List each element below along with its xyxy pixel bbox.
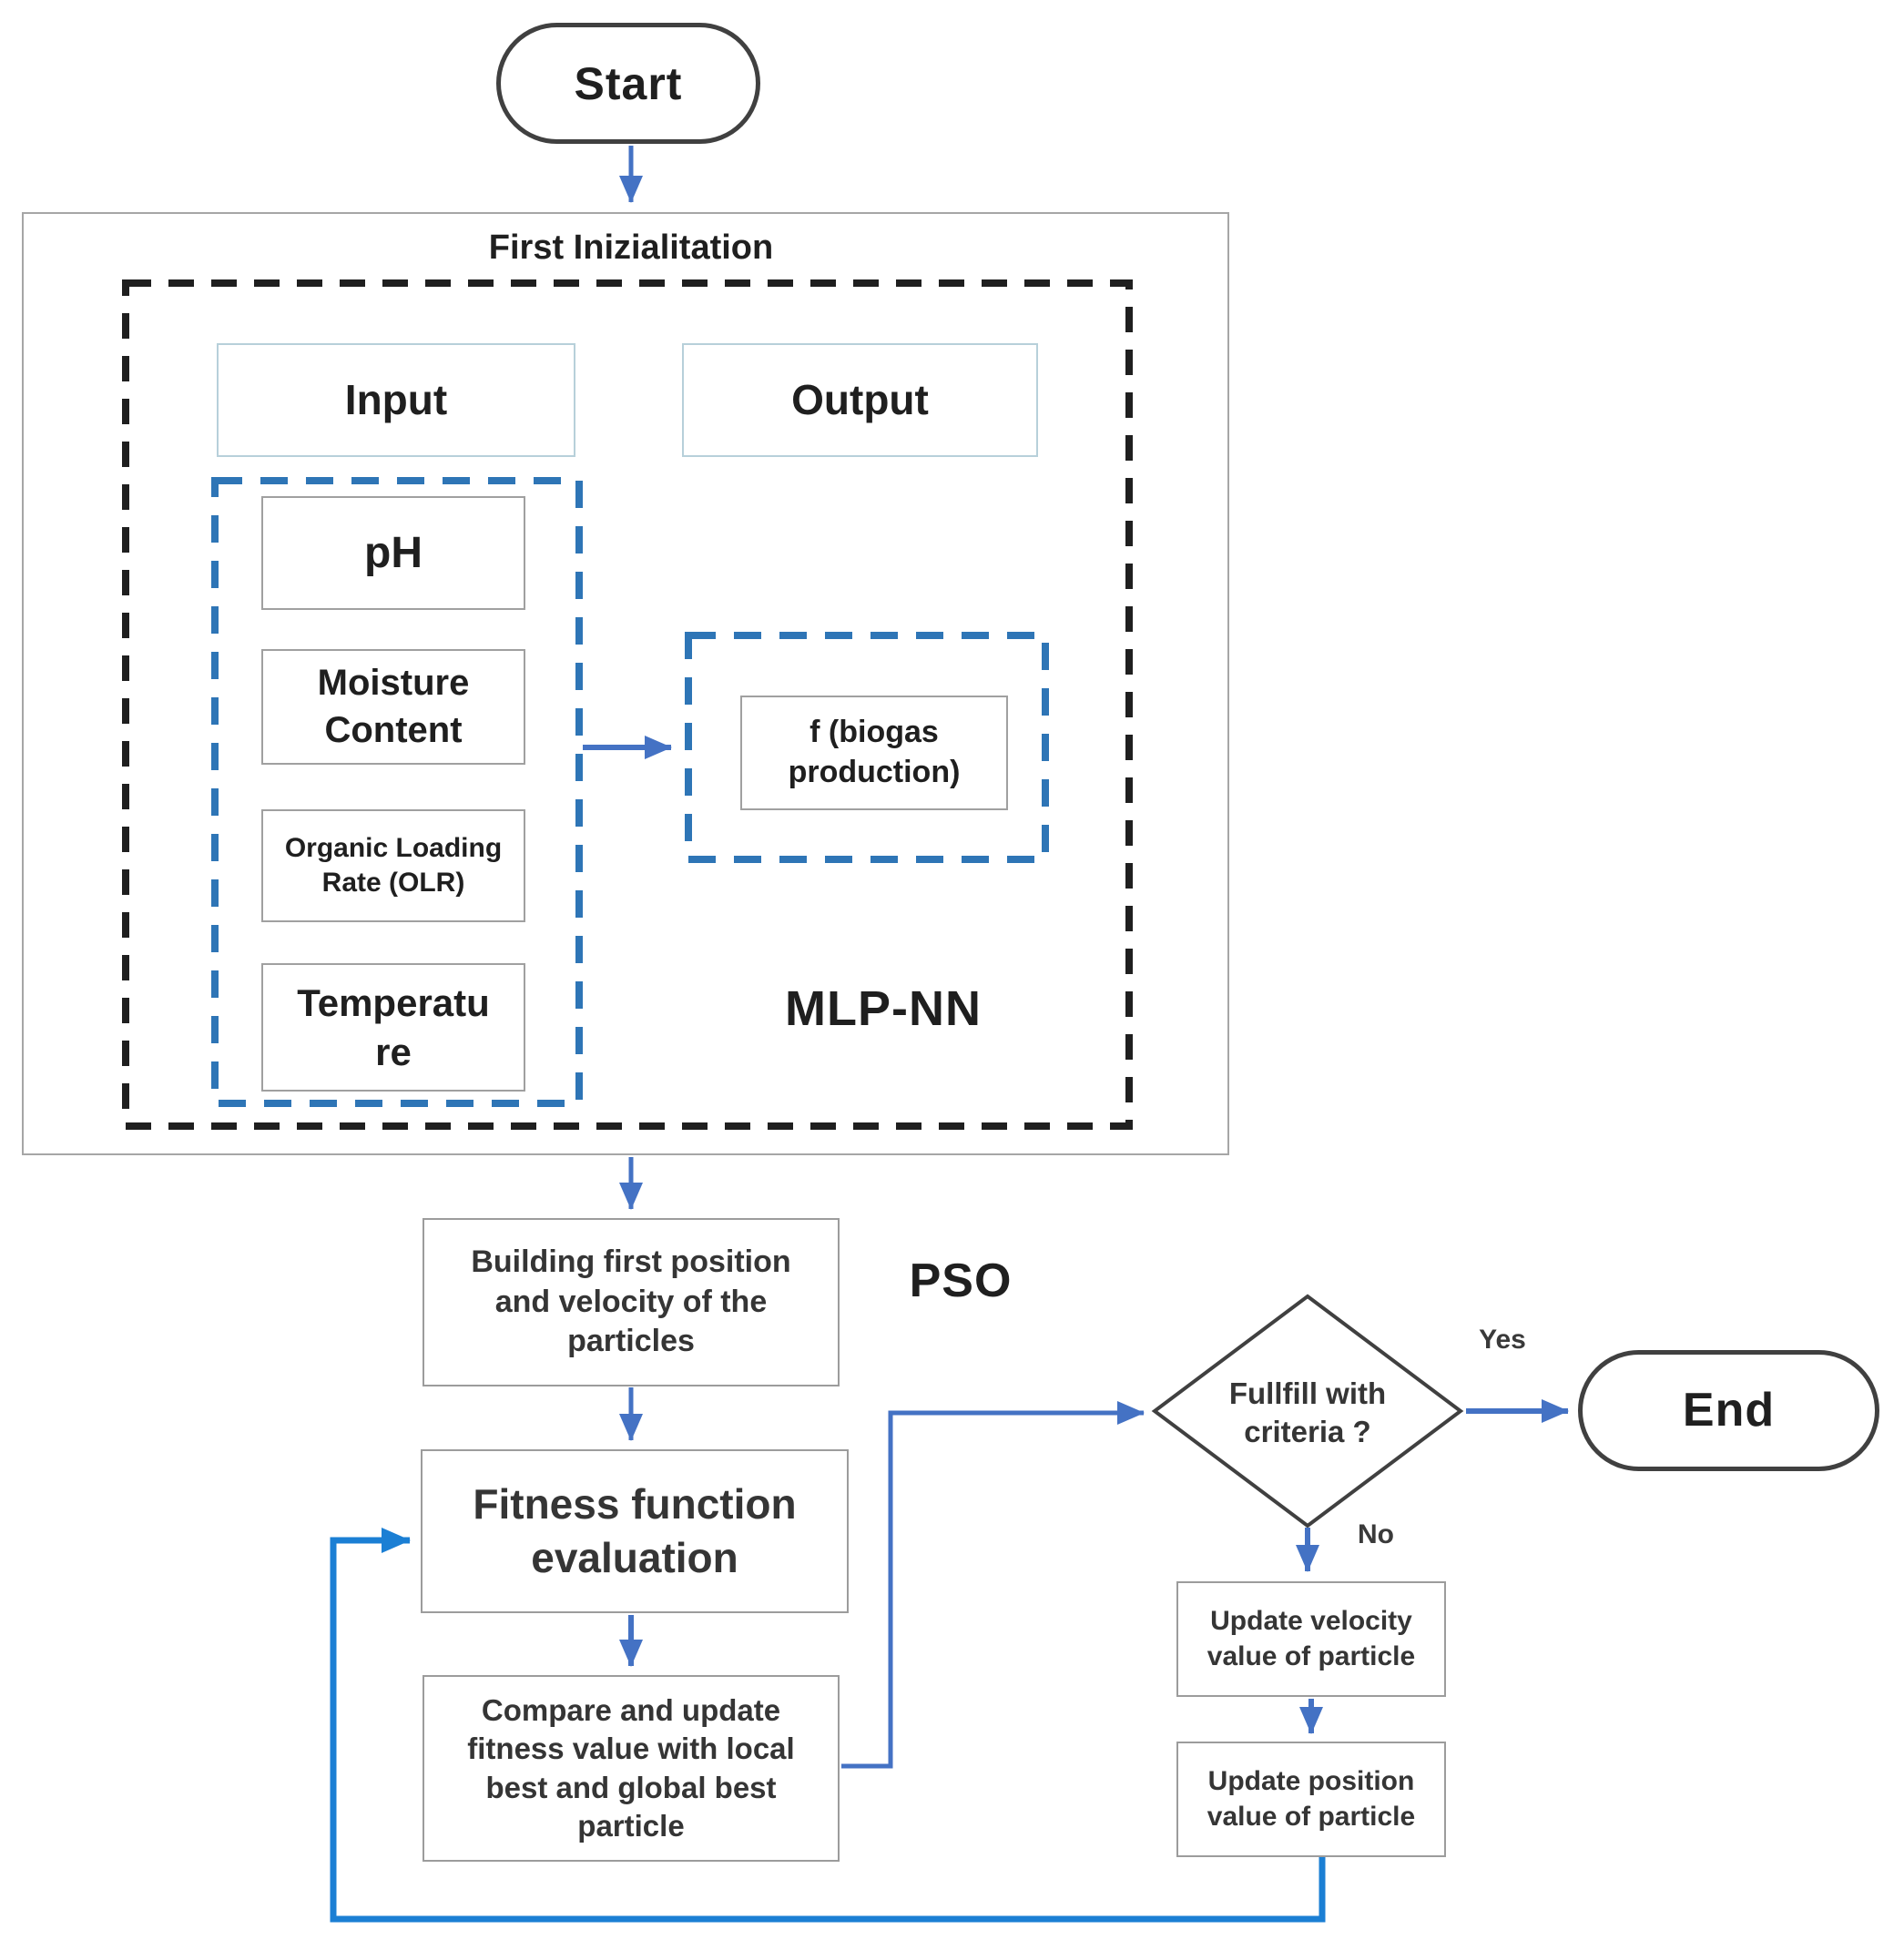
building-position-velocity-box: Building first position and velocity of … — [423, 1218, 840, 1386]
compare-update-fitness-box: Compare and update fitness value with lo… — [423, 1675, 840, 1862]
first-initialization-title: First Inizialitation — [488, 228, 774, 267]
input-temperature-box: Temperatu re — [261, 963, 525, 1092]
fitness-evaluation-box: Fitness function evaluation — [421, 1449, 849, 1613]
yes-branch-label: Yes — [1479, 1324, 1526, 1355]
pso-label: PSO — [909, 1254, 1013, 1307]
update-velocity-box: Update velocity value of particle — [1176, 1581, 1446, 1697]
end-terminal: End — [1578, 1350, 1879, 1471]
input-organic-loading-rate-box: Organic Loading Rate (OLR) — [261, 809, 525, 922]
mlp-nn-label: MLP-NN — [785, 981, 982, 1037]
connector-compare-to-decision — [841, 1401, 1145, 1769]
input-header-box: Input — [217, 343, 575, 457]
start-terminal: Start — [496, 23, 760, 144]
output-biogas-function-box: f (biogas production) — [740, 696, 1008, 810]
decision-criteria-label: Fullfill with criteria ? — [1228, 1376, 1387, 1448]
first-initialization-container — [22, 212, 1229, 1155]
no-branch-label: No — [1358, 1518, 1394, 1549]
input-ph-box: pH — [261, 496, 525, 610]
output-header-box: Output — [682, 343, 1038, 457]
input-moisture-content-box: Moisture Content — [261, 649, 525, 765]
update-position-box: Update position value of particle — [1176, 1742, 1446, 1857]
